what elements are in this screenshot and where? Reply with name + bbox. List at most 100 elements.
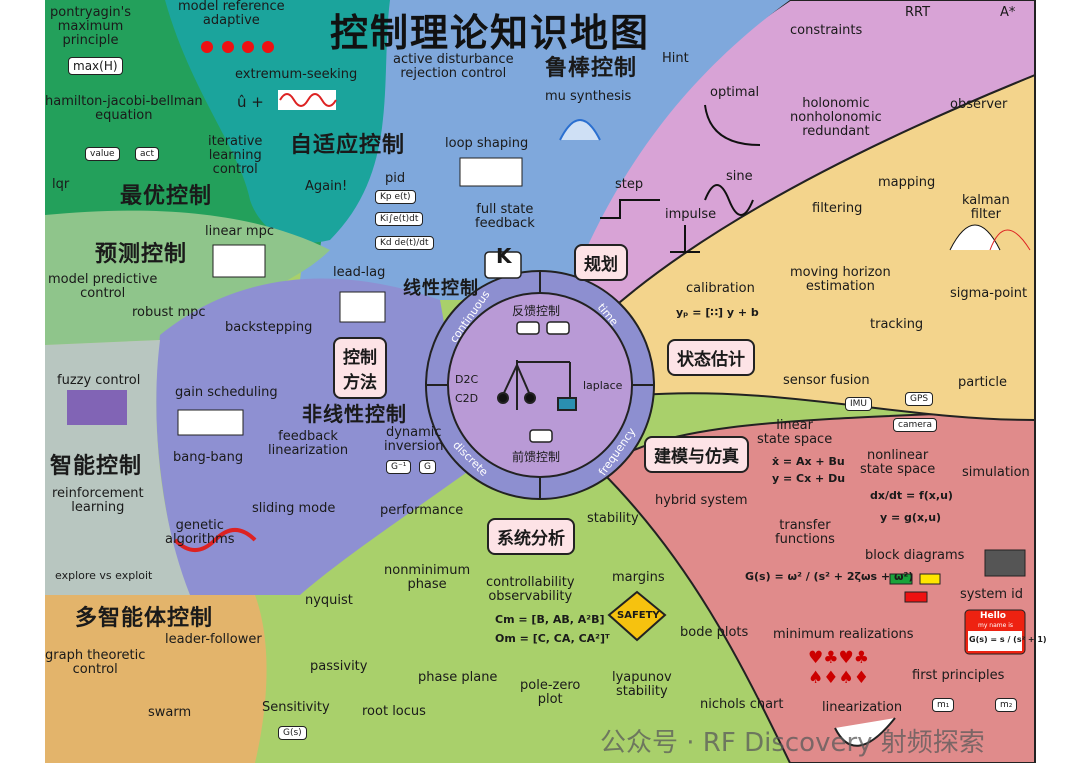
- label-passivity: passivity: [310, 659, 368, 674]
- label-root-locus: root locus: [362, 704, 426, 719]
- fuzzy-membership-icon: [67, 390, 127, 425]
- label-swarm: swarm: [148, 705, 192, 720]
- label-bang-bang: bang-bang: [173, 450, 244, 465]
- kalman-icon: [989, 229, 1031, 251]
- mass-2-box: m₂: [995, 698, 1018, 712]
- label-bode: bode plots: [680, 625, 749, 640]
- label-adrc: active disturbance rejection control: [393, 52, 514, 81]
- region-multiagent: [45, 595, 267, 763]
- heading-nonlinear: 非线性控制: [302, 402, 407, 426]
- label-mapping: mapping: [878, 175, 936, 190]
- label-constraints: constraints: [790, 23, 863, 38]
- dna-icon: [173, 528, 257, 552]
- extremum-wave-icon: [279, 93, 337, 107]
- heading-predictive: 预测控制: [95, 242, 188, 267]
- label-nonmin: nonminimum phase: [384, 563, 471, 592]
- label-uhat: û +: [237, 93, 264, 111]
- gs-box: G(s): [278, 726, 307, 740]
- nlss-equation-2: y = g(x,u): [880, 511, 942, 524]
- diagram-blocks-icon: [484, 251, 570, 443]
- label-tracking: tracking: [870, 317, 924, 332]
- computer-icon: [984, 549, 1026, 577]
- g-box: G: [419, 460, 436, 474]
- mass-1-box: m₁: [932, 698, 955, 712]
- label-rrt: RRT: [905, 5, 931, 20]
- kp-box: Kp e(t): [375, 190, 416, 204]
- label-fuzzy: fuzzy control: [57, 373, 141, 388]
- label-pole-zero: pole-zero plot: [520, 678, 581, 707]
- label-sigma: sigma-point: [950, 286, 1028, 301]
- label-sysid: system id: [960, 587, 1023, 602]
- calibration-equation: yₚ = [∷] y + b: [676, 306, 759, 319]
- label-fbl: feedback linearization: [268, 429, 349, 458]
- label-pontryagin: pontryagin's maximum principle: [50, 5, 131, 48]
- label-backstepping: backstepping: [225, 320, 313, 335]
- label-hello: Hello: [980, 611, 1006, 621]
- label-ctrl-obs: controllability observability: [486, 575, 575, 604]
- label-again: Again!: [305, 179, 348, 194]
- page-title: 控制理论知识地图: [330, 11, 651, 55]
- label-rl: reinforcement learning: [52, 486, 144, 515]
- label-nlss: nonlinear state space: [860, 448, 936, 477]
- imu-box: IMU: [845, 397, 873, 411]
- label-tf: transfer functions: [775, 518, 835, 547]
- mrac-balls-icon: [201, 41, 274, 53]
- label-lyapunov: lyapunov stability: [612, 670, 672, 699]
- label-observer: observer: [950, 97, 1008, 112]
- camera-box: camera: [893, 418, 937, 432]
- block-diagram-icon: [889, 573, 941, 603]
- heading-robust: 鲁棒控制: [545, 56, 638, 81]
- label-step: step: [615, 177, 644, 192]
- loop-shaping-plot-icon: [459, 157, 523, 187]
- hello-equation: G(s) = s / (s² + 1): [969, 635, 1047, 644]
- label-particle: particle: [958, 375, 1008, 390]
- label-d2c: D2C: [455, 373, 479, 386]
- label-mu: mu synthesis: [545, 89, 632, 104]
- label-maxh: max(H): [68, 57, 123, 75]
- heading-linear: 线性控制: [403, 278, 479, 299]
- heading-optimal: 最优控制: [120, 184, 213, 209]
- cards-icon: ♥♣♥♣ ♠♦♠♦: [808, 648, 869, 688]
- label-optimal: optimal: [710, 85, 760, 100]
- label-sensitivity: Sensitivity: [262, 700, 330, 715]
- governor-icon: [497, 360, 577, 411]
- step-icon: [600, 199, 660, 219]
- value-box: value: [85, 147, 120, 161]
- label-linear-mpc: linear mpc: [205, 224, 274, 239]
- label-mrac: model reference adaptive: [178, 0, 285, 28]
- label-first-principles: first principles: [912, 668, 1005, 683]
- linear-mpc-plot-icon: [212, 244, 266, 278]
- region-adaptive: [165, 0, 390, 243]
- k-box: K: [496, 244, 512, 268]
- label-feedforward: 前馈控制: [512, 450, 561, 464]
- label-genetic: genetic algorithms: [165, 518, 235, 547]
- ki-box: Ki∫e(t)dt: [375, 212, 424, 226]
- label-minreal: minimum realizations: [773, 627, 914, 642]
- label-fsf: full state feedback: [475, 202, 535, 231]
- label-leader: leader-follower: [165, 632, 262, 647]
- label-dynamic-inversion: dynamic inversion: [384, 425, 444, 454]
- label-kalman: kalman filter: [962, 193, 1010, 222]
- lss-equation-1: ẋ = Ax + Bu: [772, 455, 845, 468]
- label-pid: pid: [385, 171, 406, 186]
- label-mpc: model predictive control: [48, 272, 158, 301]
- label-stability: stability: [587, 511, 639, 526]
- label-margins: margins: [612, 570, 665, 585]
- mu-synthesis-icon: [559, 119, 601, 141]
- label-laplace: laplace: [583, 379, 623, 392]
- planning-box: 规划: [574, 244, 628, 281]
- label-hint: Hint: [662, 51, 689, 66]
- label-loop-shaping: loop shaping: [445, 136, 529, 151]
- nlss-equation-1: dx/dt = f(x,u): [870, 489, 953, 502]
- impulse-icon: [670, 225, 700, 253]
- label-explore: explore vs exploit: [55, 569, 153, 582]
- safety-sign-icon: [607, 590, 667, 642]
- label-block: block diagrams: [865, 548, 965, 563]
- label-linearization: linearization: [822, 700, 903, 715]
- kd-box: Kd de(t)/dt: [375, 236, 434, 250]
- label-fusion: sensor fusion: [783, 373, 870, 388]
- watermark: 公众号 · RF Discovery 射频探索: [600, 728, 985, 758]
- estimation-box: 状态估计: [667, 339, 755, 376]
- label-lss: linear state space: [757, 418, 833, 447]
